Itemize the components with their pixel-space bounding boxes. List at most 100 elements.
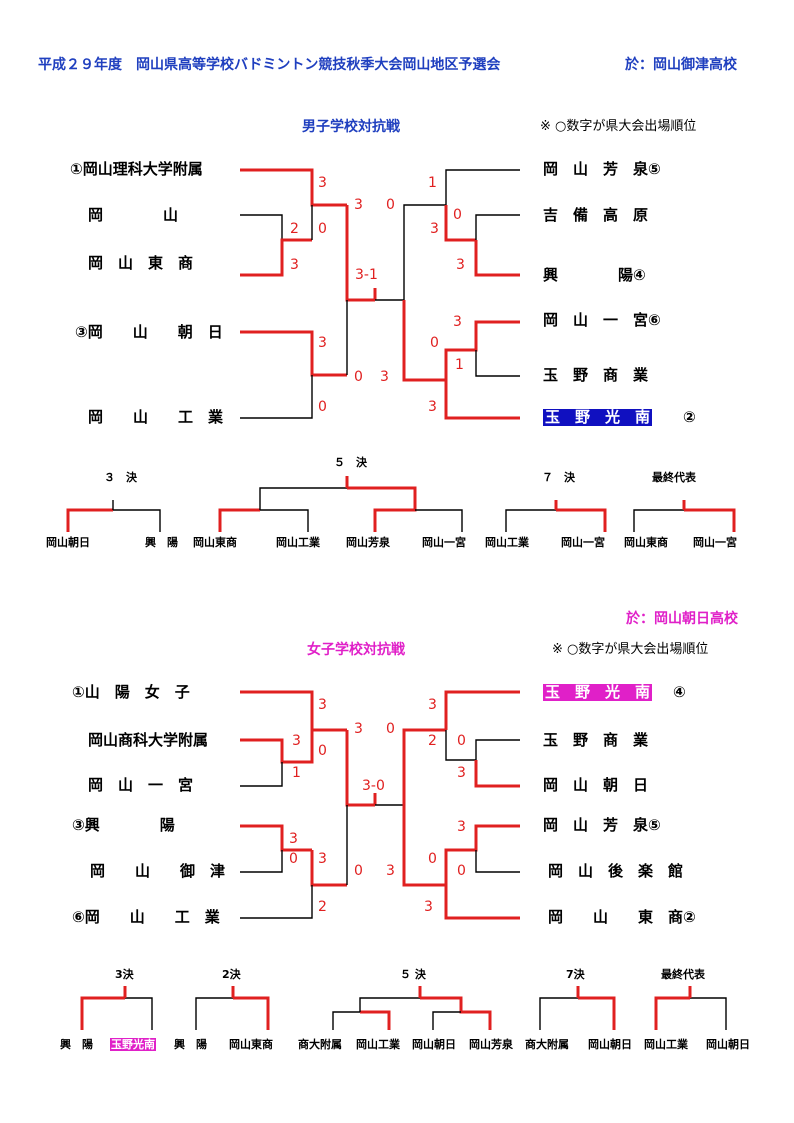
bracket-team: 岡山芳泉: [346, 536, 390, 549]
bracket-team-highlight: 玉野光南: [110, 1038, 156, 1051]
bracket-team: 岡山一宮: [422, 536, 466, 549]
girls-team-left: 岡 山 御 津: [90, 862, 226, 880]
boys-title: 男子学校対抗戦: [302, 119, 400, 135]
score-final: 3-0: [362, 778, 385, 794]
girls-third-label: 3決: [115, 968, 134, 981]
girls-line: [475, 739, 520, 760]
score: 3: [457, 819, 466, 835]
boys-line: [403, 204, 446, 300]
girls-line: [474, 760, 520, 788]
boys-line: [218, 508, 260, 532]
girls-line: [402, 728, 446, 805]
score: 3: [354, 197, 363, 213]
boys-team-left: ①岡山理科大学附属: [70, 160, 203, 178]
bracket-team: 岡山東商: [229, 1038, 273, 1051]
girls-line: [420, 996, 492, 1030]
score-final: 3-1: [355, 267, 378, 283]
girls-team-left: ①山 陽 女 子: [72, 683, 190, 701]
girls-line: [360, 1010, 391, 1030]
girls-note: ※ ○数字が県大会出場順位: [552, 642, 709, 657]
score: 0: [354, 369, 363, 385]
boys-line: [240, 168, 347, 207]
score: 3: [424, 899, 433, 915]
boys-line: [684, 508, 736, 532]
girls-team-right-highlight: 玉 野 光 南: [543, 683, 653, 701]
score: 0: [318, 221, 327, 237]
boys-line: [347, 486, 417, 532]
girls-line: [432, 1011, 461, 1030]
boys-team-left: 岡 山: [88, 206, 179, 224]
score: 3: [386, 863, 395, 879]
score: 3: [428, 697, 437, 713]
bracket-team: 岡山朝日: [588, 1038, 632, 1051]
score: 3: [430, 221, 439, 237]
bracket-team: 岡山工業: [644, 1038, 688, 1051]
score: 0: [386, 197, 395, 213]
score: 0: [457, 733, 466, 749]
score: 3: [290, 257, 299, 273]
girls-fifth-label: ５ 決: [400, 968, 426, 981]
score: 3: [289, 831, 298, 847]
boys-team-right-highlight: 玉 野 光 南: [543, 408, 653, 426]
girls-rank-mark: ④: [673, 683, 686, 701]
boys-line: [445, 169, 520, 205]
score: 0: [386, 721, 395, 737]
girls-line: [240, 850, 283, 873]
girls-line: [233, 996, 270, 1030]
boys-fifth-label: ５ 決: [334, 456, 367, 469]
score: 0: [428, 851, 437, 867]
score: 0: [354, 863, 363, 879]
bracket-team: 岡山一宮: [561, 536, 605, 549]
boys-line: [402, 300, 446, 382]
boys-line: [259, 487, 347, 510]
boys-line: [444, 380, 520, 420]
bracket-team: 岡山工業: [356, 1038, 400, 1051]
score: 0: [453, 207, 462, 223]
bracket-team: 商大附属: [525, 1038, 569, 1051]
boys-line: [345, 205, 375, 302]
girls-team-left: ⑥岡 山 工 業: [72, 908, 220, 926]
boys-team-right: 岡 山 芳 泉⑤: [543, 160, 661, 178]
girls-line: [240, 730, 314, 764]
page-title: 平成２９年度 岡山県高等学校バドミントン競技秋季大会岡山地区予選会: [38, 57, 501, 73]
bracket-team: 岡山東商: [193, 536, 237, 549]
girls-line: [475, 850, 520, 873]
score: 3: [453, 314, 462, 330]
boys-line: [633, 509, 684, 532]
girls-line: [80, 996, 125, 1030]
score: 3: [292, 733, 301, 749]
score: 3: [318, 335, 327, 351]
girls-line: [444, 690, 520, 730]
boys-team-left: 岡 山 工 業: [88, 408, 224, 426]
girls-line: [240, 885, 313, 919]
girls-line: [359, 997, 420, 1012]
boys-line: [240, 214, 283, 240]
score: 3: [318, 851, 327, 867]
score: 2: [318, 899, 327, 915]
boys-line: [444, 205, 476, 242]
bracket-team: 岡山芳泉: [469, 1038, 513, 1051]
boys-line: [260, 509, 309, 532]
score: 0: [457, 863, 466, 879]
girls-line: [240, 762, 283, 787]
venue-boys: 於：岡山御津高校: [625, 57, 737, 73]
boys-rank-mark: ②: [683, 408, 696, 426]
score: 2: [428, 733, 437, 749]
girls-title: 女子学校対抗戦: [307, 642, 405, 658]
bracket-team: 興 陽: [174, 1038, 207, 1051]
boys-line: [113, 509, 161, 532]
score: 1: [428, 175, 437, 191]
boys-line: [475, 350, 520, 377]
girls-team-left: 岡山商科大学附属: [88, 731, 209, 749]
boys-team-right: 玉 野 商 業: [543, 366, 649, 384]
score: 3: [354, 721, 363, 737]
boys-line: [556, 508, 607, 532]
boys-line: [474, 240, 520, 277]
bracket-team: 商大附属: [298, 1038, 342, 1051]
boys-team-right: 興 陽④: [543, 266, 646, 284]
boys-team-right: 吉 備 高 原: [543, 206, 649, 224]
girls-line: [539, 997, 578, 1030]
girls-second-label: 2決: [222, 968, 241, 981]
girls-team-right: 玉 野 商 業: [543, 731, 649, 749]
